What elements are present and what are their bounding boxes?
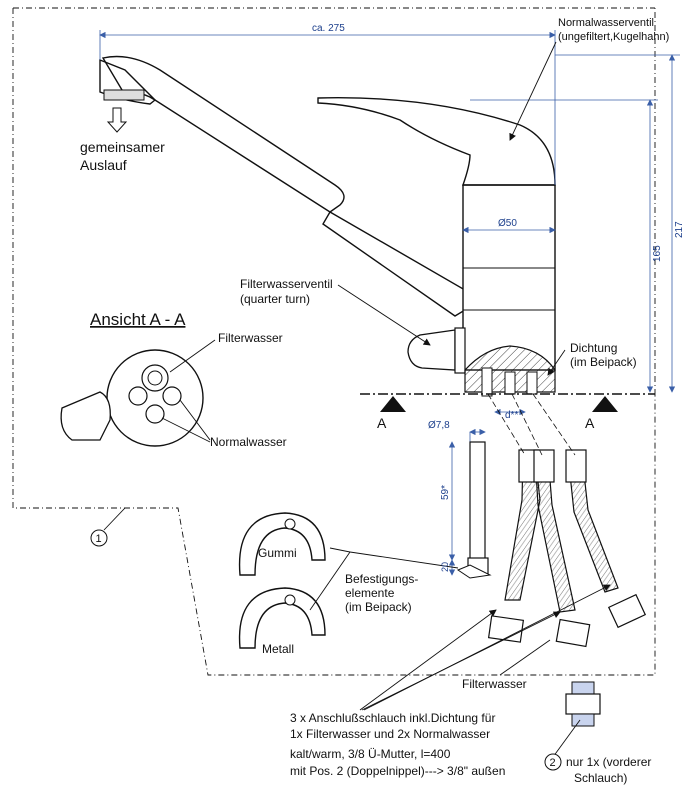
mounting-rod: [456, 441, 492, 579]
label-befestigung: Befestigungs-: [345, 572, 418, 586]
dim-height-body: 165: [652, 245, 663, 262]
boundary-lines: [12, 7, 656, 676]
label-quarter-turn: (quarter turn): [240, 292, 310, 306]
dim-diameter-rod: Ø7,8: [428, 420, 450, 431]
dim-rod-end: 20: [440, 562, 450, 572]
label-section-a-left: A: [377, 415, 387, 431]
label-elemente: elemente: [345, 586, 395, 600]
leader-lines: [103, 41, 611, 758]
double-nipple: [565, 681, 601, 727]
label-hose-line1: 3 x Anschlußschlauch inkl.Dichtung für: [290, 711, 495, 725]
label-pos2-note: nur 1x (vorderer: [566, 755, 651, 769]
hoses: [487, 393, 647, 648]
label-section-a-right: A: [585, 415, 595, 431]
label-hose-line2: 1x Filterwasser und 2x Normalwasser: [290, 727, 490, 741]
label-auslauf: gemeinsamer: [80, 139, 165, 155]
label-filterwasser-top: Filterwasser: [218, 331, 283, 345]
dim-height-total: 217: [674, 221, 685, 238]
label-im-beipack: (im Beipack): [345, 600, 412, 614]
label-hose-line3: kalt/warm, 3/8 Ü-Mutter, l=400: [290, 747, 451, 761]
washers: [238, 512, 459, 649]
label-ansicht: Ansicht A - A: [90, 310, 186, 329]
dim-rod-length: 59*: [440, 485, 451, 500]
label-normalwasserventil: Normalwasserventil: [558, 17, 654, 29]
label-filterwasser-bottom: Filterwasser: [462, 677, 527, 691]
label-pos2-note-sub: Schlauch): [574, 771, 627, 785]
label-gummi: Gummi: [258, 546, 297, 560]
dim-spacing: d**: [505, 410, 518, 421]
label-pos2: 2: [550, 757, 556, 769]
label-metall: Metall: [262, 642, 294, 656]
faucet-drawing: [99, 55, 655, 397]
section-view-a-a: [60, 339, 216, 447]
label-dichtung-sub: (im Beipack): [570, 355, 637, 369]
dimension-lines: [99, 30, 680, 576]
section-markers: [380, 396, 618, 412]
label-filterwasserventil: Filterwasserventil: [240, 277, 333, 291]
label-auslauf-sub: Auslauf: [80, 157, 127, 173]
label-hose-line4: mit Pos. 2 (Doppelnippel)---> 3/8" außen: [290, 764, 505, 778]
label-pos1: 1: [96, 533, 102, 545]
label-normalwasser: Normalwasser: [210, 435, 287, 449]
dim-width: ca. 275: [312, 23, 345, 34]
label-dichtung: Dichtung: [570, 341, 617, 355]
label-normalwasserventil-sub: (ungefiltert,Kugelhahn): [558, 31, 669, 43]
dim-diameter-body: Ø50: [498, 218, 517, 229]
